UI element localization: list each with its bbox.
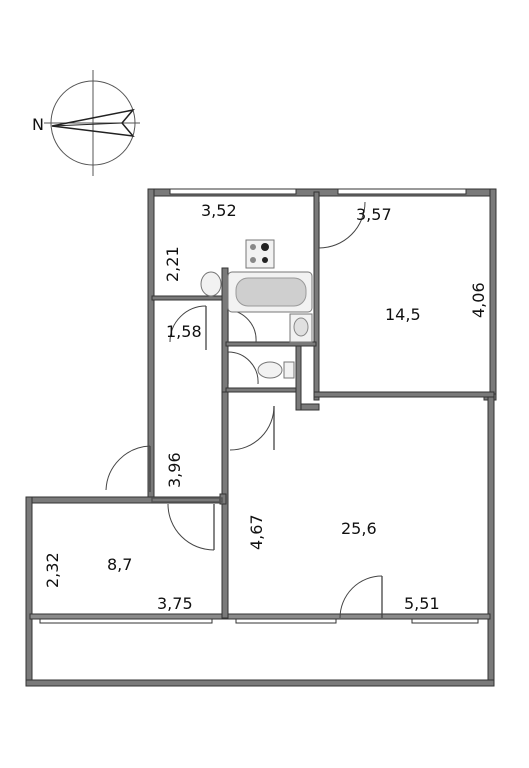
- room1-window: [337, 188, 467, 195]
- doors: [105, 201, 383, 619]
- room2-width-label: 5,51: [404, 594, 440, 613]
- kitchen-window: [169, 188, 297, 195]
- room3-width-label: 3,75: [157, 594, 193, 613]
- room3-depth-label: 2,32: [43, 552, 62, 588]
- room2-depth-label: 4,67: [247, 514, 266, 550]
- kitchen-depth-label: 2,21: [163, 246, 182, 282]
- kitchen-sink-icon: [200, 271, 222, 297]
- room3-area-label: 8,7: [107, 555, 132, 574]
- fixtures: [200, 239, 313, 379]
- outer-walls: [25, 188, 497, 687]
- compass: N: [32, 70, 140, 176]
- bath-width-label: 1,58: [166, 322, 202, 341]
- interior-walls: [151, 191, 495, 619]
- stove-icon: [245, 239, 275, 269]
- toilet-icon: [257, 361, 283, 379]
- room1-width-label: 3,57: [356, 205, 392, 224]
- room1-area-label: 14,5: [385, 305, 421, 324]
- room2-area-label: 25,6: [341, 519, 377, 538]
- room1-depth-label: 4,06: [469, 282, 488, 318]
- north-label: N: [32, 115, 44, 134]
- hall-length-label: 3,96: [165, 452, 184, 488]
- kitchen-width-label: 3,52: [201, 201, 237, 220]
- labels: 3,52 3,57 2,21 14,5 4,06 1,58 3,96 4,67 …: [43, 201, 488, 613]
- balcony-wall: [29, 613, 491, 620]
